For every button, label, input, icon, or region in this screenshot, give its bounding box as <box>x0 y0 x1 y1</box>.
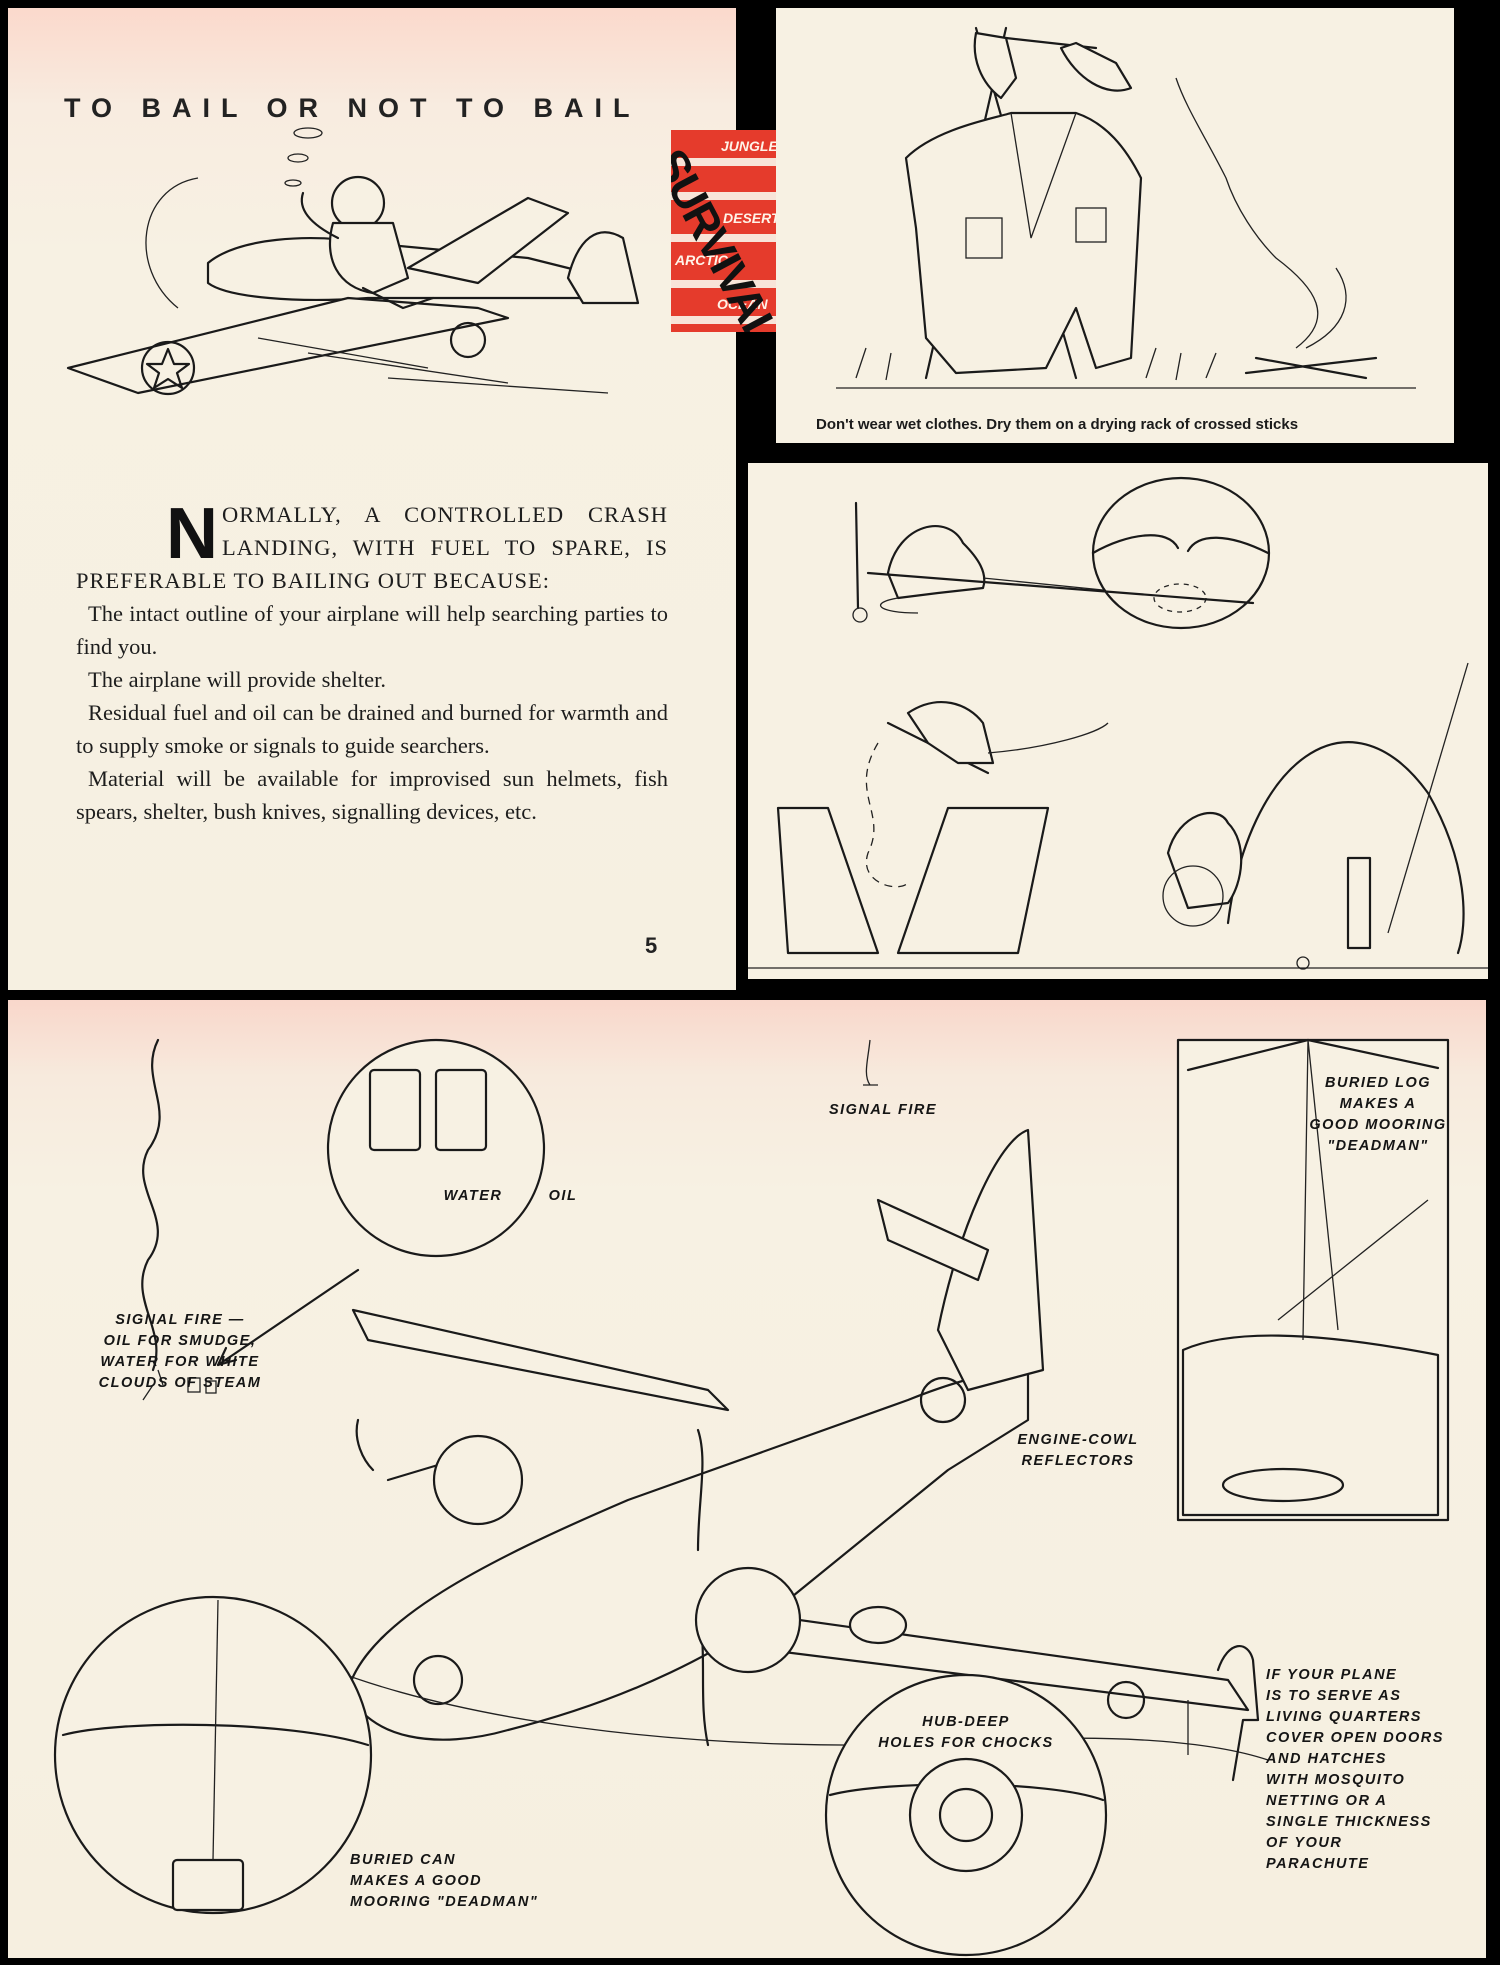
body-text: N ORMALLY, A CONTROLLED CRASH LANDING, W… <box>76 498 668 828</box>
clothes-caption: Don't wear wet clothes. Dry them on a dr… <box>816 416 1299 433</box>
pilot-on-plane-illustration <box>66 127 640 396</box>
paragraph-material: Material will be available for improvise… <box>76 766 668 824</box>
cover-word-jungle: JUNGLE <box>721 138 778 154</box>
cover-word-ocean: OCEAN <box>717 296 768 312</box>
label-buried-log: BURIED LOG MAKES A GOOD MOORING "DEADMAN… <box>1309 1075 1447 1154</box>
monkey-trap-illustration <box>748 476 1488 970</box>
label-hub-deep: HUB-DEEP HOLES FOR CHOCKS <box>878 1714 1054 1751</box>
drying-clothes-panel: Don't wear wet clothes. Dry them on a dr… <box>776 8 1454 443</box>
crashed-plane-illustration <box>53 1038 1450 1957</box>
lead-paragraph: ORMALLY, A CONTROLLED CRASH LANDING, WIT… <box>76 502 668 593</box>
paragraph-fuel: Residual fuel and oil can be drained and… <box>76 700 668 758</box>
page-five-panel: TO BAIL OR NOT TO BAIL N ORMALLY, A CONT… <box>8 8 736 990</box>
crash-site-panel: SIGNAL FIRE — OIL FOR SMUDGE, WATER FOR … <box>8 1000 1486 1958</box>
label-water: WATER <box>443 1188 503 1204</box>
cover-word-desert: DESERT <box>723 210 780 226</box>
survival-book-cover: JUNGLE DESERT ARCTIC OCEAN SURVIVAL <box>671 130 785 332</box>
label-buried-can: BURIED CAN MAKES A GOOD MOORING "DEADMAN… <box>350 1852 539 1910</box>
label-engine-cowl: ENGINE-COWL REFLECTORS <box>1017 1432 1139 1469</box>
cover-word-arctic: ARCTIC <box>675 252 728 268</box>
page-title: TO BAIL OR NOT TO BAIL <box>64 93 641 123</box>
drop-cap: N <box>166 494 218 574</box>
label-oil: OIL <box>548 1188 578 1204</box>
paragraph-shelter: The airplane will provide shelter. <box>88 667 387 692</box>
label-signal-fire: SIGNAL FIRE <box>828 1102 938 1118</box>
label-signal-fire-smudge: SIGNAL FIRE — OIL FOR SMUDGE, WATER FOR … <box>98 1312 262 1391</box>
monkey-trap-panel <box>748 463 1488 979</box>
drying-rack-illustration <box>836 26 1416 389</box>
paragraph-outline: The intact outline of your airplane will… <box>76 601 668 659</box>
label-living-quarters: IF YOUR PLANE IS TO SERVE AS LIVING QUAR… <box>1266 1667 1444 1872</box>
page-number: 5 <box>645 933 658 958</box>
